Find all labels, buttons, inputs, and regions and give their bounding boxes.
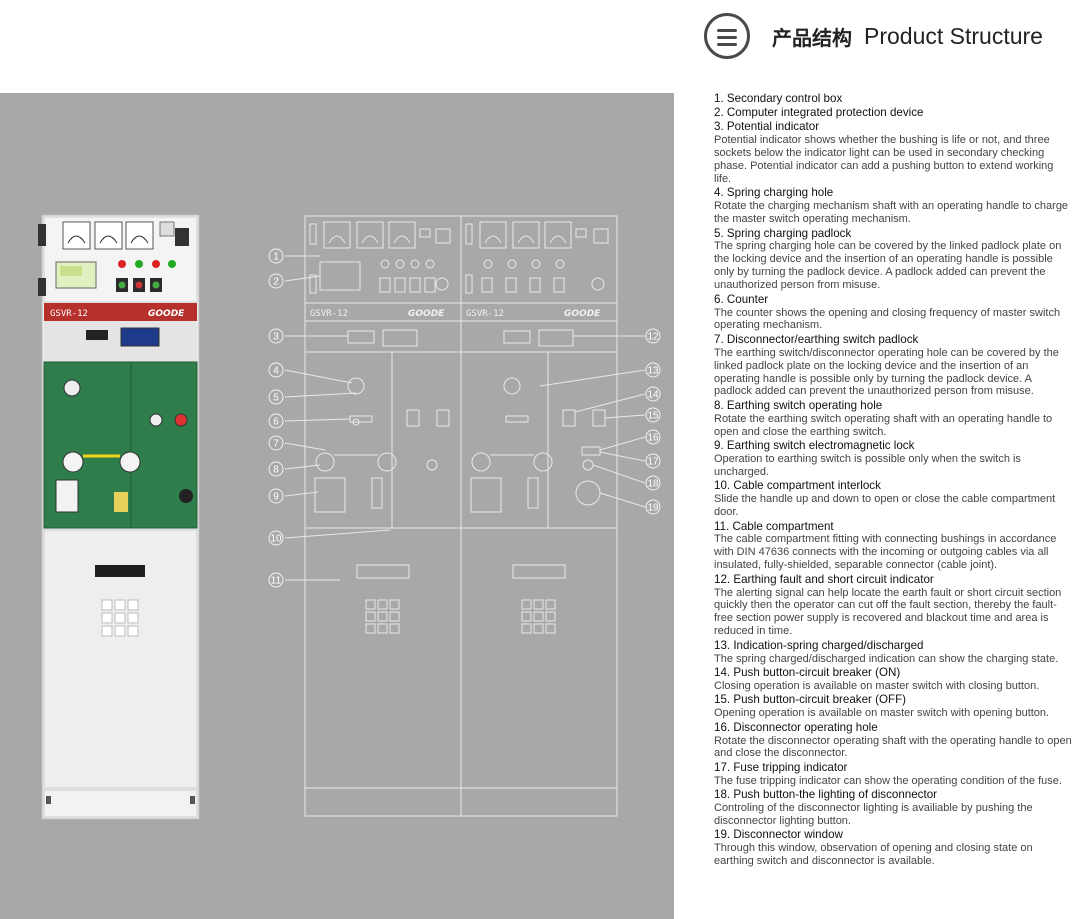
structure-item-description: Slide the handle up and down to open or … xyxy=(714,493,1056,519)
callout-circle xyxy=(645,328,661,344)
structure-item-title: 3. Potential indicator xyxy=(714,120,820,134)
cabinet-model-label: GSVR-12 xyxy=(50,309,88,319)
structure-item-description: Rotate the earthing switch operating sha… xyxy=(714,412,1053,438)
title-english: Product Structure xyxy=(864,22,1043,49)
structure-item-title: 17. Fuse tripping indicator xyxy=(714,760,848,774)
callout-circle xyxy=(268,362,284,378)
structure-item-description: Controling of the disconnector lighting … xyxy=(714,802,1033,827)
callout-circle xyxy=(268,248,284,264)
callout-circle xyxy=(268,389,284,405)
callout-circle xyxy=(645,499,661,515)
structure-item-title: 12. Earthing fault and short circuit ind… xyxy=(714,572,934,586)
callout-circle xyxy=(268,530,284,546)
structure-item-title: 15. Push button-circuit breaker (OFF) xyxy=(714,693,907,707)
callout-number: 5 xyxy=(273,393,279,404)
callout-circle xyxy=(645,407,661,423)
menu-icon[interactable] xyxy=(704,13,750,59)
structure-item-title: 10. Cable compartment interlock xyxy=(714,479,881,493)
structure-item-title: 14. Push button-circuit breaker (ON) xyxy=(714,665,901,679)
callout-circle xyxy=(268,273,284,289)
callout-number: 7 xyxy=(273,439,279,450)
structure-item-title: 8. Earthing switch operating hole xyxy=(714,398,883,412)
callout-number: 14 xyxy=(647,390,659,401)
structure-item-description: The counter shows the opening and closin… xyxy=(714,306,1061,332)
structure-item-title: 4. Spring charging hole xyxy=(714,186,834,200)
page-header: 产品结构 Product Structure xyxy=(704,10,1043,62)
structure-item-description: Rotate the disconnector operating shaft … xyxy=(714,734,1072,760)
structure-item-title: 6. Counter xyxy=(714,292,769,306)
product-image-panel: GSVR-12 GOODE xyxy=(0,93,674,919)
callout-circle xyxy=(645,429,661,445)
callout-circle xyxy=(268,488,284,504)
callout-circle xyxy=(645,475,661,491)
structure-item-title: 13. Indication-spring charged/discharged xyxy=(714,638,924,652)
line-drawing xyxy=(284,215,646,817)
callout-number: 11 xyxy=(271,576,282,587)
callout-circle xyxy=(645,386,661,402)
callout-number: 18 xyxy=(647,479,659,490)
callout-circle xyxy=(268,572,284,588)
structure-item-description: Closing operation is available on master… xyxy=(714,679,1040,692)
callout-circle xyxy=(268,435,284,451)
structure-item-title: 7. Disconnector/earthing switch padlock xyxy=(714,332,919,346)
callout-number: 10 xyxy=(270,534,282,545)
structure-item-description: Operation to earthing switch is possible… xyxy=(714,452,1021,478)
product-illustration: GSVR-12 GOODE xyxy=(38,214,661,820)
callout-number: 2 xyxy=(273,277,279,288)
structure-item-description: Through this window, observation of open… xyxy=(714,842,1033,868)
structure-item-description: Rotate the charging mechanism shaft with… xyxy=(714,200,1069,226)
structure-item-title: 19. Disconnector window xyxy=(714,828,843,842)
structure-item-title: 11. Cable compartment xyxy=(714,519,834,533)
callout-number: 8 xyxy=(273,465,279,476)
callout-number: 1 xyxy=(273,252,279,263)
structure-item-title: 5. Spring charging padlock xyxy=(714,226,852,240)
callout-circle xyxy=(268,461,284,477)
structure-item-description: The earthing switch/disconnector operati… xyxy=(714,346,1059,398)
title-chinese: 产品结构 xyxy=(772,25,852,50)
cabinet-photo: GSVR-12 GOODE xyxy=(38,214,200,820)
structure-item-description: The alerting signal can help locate the … xyxy=(714,586,1062,638)
drawing-model-label-right: GSVR-12 xyxy=(466,309,504,319)
drawing-brand-left: GOODE xyxy=(408,309,445,319)
structure-item-description: The cable compartment fitting with conne… xyxy=(714,533,1057,572)
callout-number: 19 xyxy=(647,503,659,514)
structure-item-description: The fuse tripping indicator can show the… xyxy=(714,774,1062,787)
callout-number: 6 xyxy=(273,417,279,428)
callout-circle xyxy=(645,453,661,469)
callout-number: 17 xyxy=(647,457,659,468)
callout-circle xyxy=(268,328,284,344)
callout-circle xyxy=(645,362,661,378)
structure-item-title: 16. Disconnector operating hole xyxy=(714,720,878,734)
structure-item-description: The spring charging hole can be covered … xyxy=(714,240,1062,292)
callout-number: 16 xyxy=(647,433,659,444)
callout-number: 3 xyxy=(273,332,279,343)
structure-item-title: 18. Push button-the lighting of disconne… xyxy=(714,788,938,802)
structure-item-description: Opening operation is available on master… xyxy=(714,707,1050,720)
callout-circle xyxy=(268,413,284,429)
structure-item-title: 2. Computer integrated protection device xyxy=(714,105,924,119)
structure-item-title: 9. Earthing switch electromagnetic lock xyxy=(714,439,915,453)
drawing-brand-right: GOODE xyxy=(564,309,601,319)
drawing-model-label-left: GSVR-12 xyxy=(310,309,348,319)
structure-item-description: Potential indicator shows whether the bu… xyxy=(714,134,1054,185)
structure-item-title: 1. Secondary control box xyxy=(714,91,843,105)
callout-number: 13 xyxy=(647,366,659,377)
cabinet-brand-label: GOODE xyxy=(148,309,185,319)
callout-number: 4 xyxy=(273,366,279,377)
callout-number: 15 xyxy=(647,411,659,422)
structure-item-description: The spring charged/discharged indication… xyxy=(714,652,1059,665)
callout-number: 12 xyxy=(647,332,659,343)
callout-number: 9 xyxy=(273,492,279,503)
